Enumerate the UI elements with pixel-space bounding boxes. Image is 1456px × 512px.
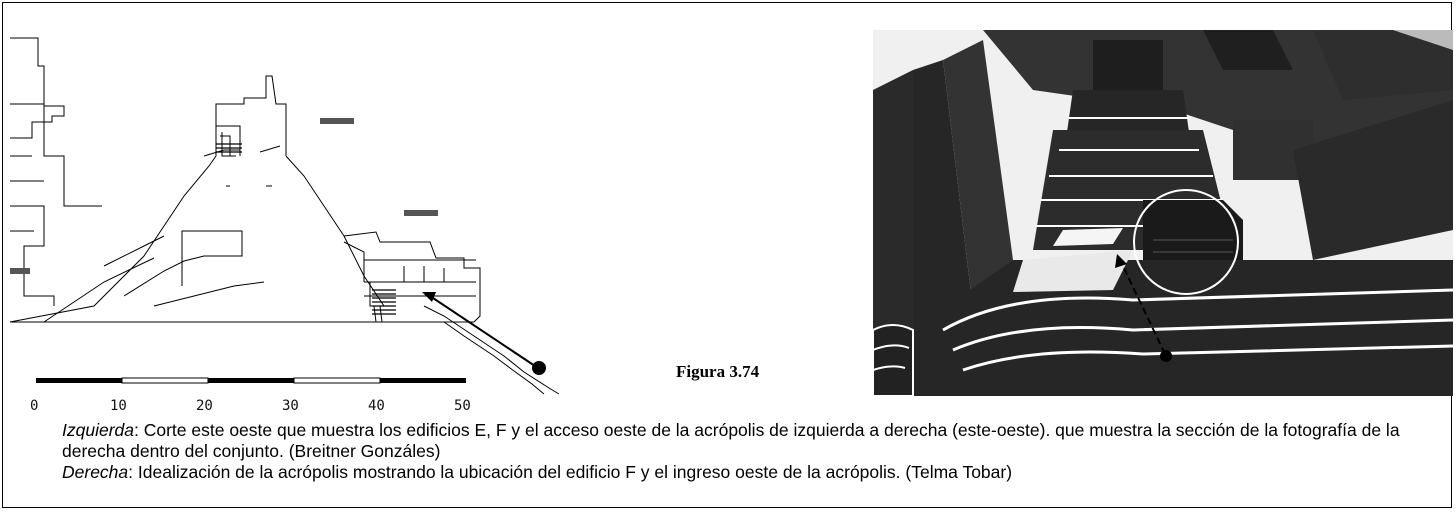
section-drawing: 0 10 20 30 40 50 xyxy=(9,37,560,414)
scale-tick-10: 10 xyxy=(110,398,127,414)
scale-labels: 0 10 20 30 40 50 xyxy=(30,398,471,414)
figure-label: Figura 3.74 xyxy=(676,362,760,381)
ingress-arrow xyxy=(1115,254,1172,362)
scale-tick-20: 20 xyxy=(196,398,213,414)
scale-tick-0: 0 xyxy=(30,398,38,414)
caption-right-term: Derecha xyxy=(62,462,129,482)
building-f-highlight-circle xyxy=(1133,189,1239,295)
acropolis-render xyxy=(873,30,1453,396)
caption-left-term: Izquierda xyxy=(62,420,134,440)
caption-left-text: : Corte este oeste que muestra los edifi… xyxy=(62,420,1400,461)
caption-right: Derecha: Idealización de la acrópolis mo… xyxy=(62,462,1442,483)
scale-tick-40: 40 xyxy=(368,398,385,414)
scale-tick-30: 30 xyxy=(282,398,299,414)
figure-caption: Izquierda: Corte este oeste que muestra … xyxy=(62,420,1442,483)
scale-tick-50: 50 xyxy=(454,398,471,414)
scale-bar xyxy=(36,377,466,384)
caption-right-text: : Idealización de la acrópolis mostrando… xyxy=(128,462,1013,482)
caption-left: Izquierda: Corte este oeste que muestra … xyxy=(62,420,1442,462)
access-arrow xyxy=(422,292,546,375)
